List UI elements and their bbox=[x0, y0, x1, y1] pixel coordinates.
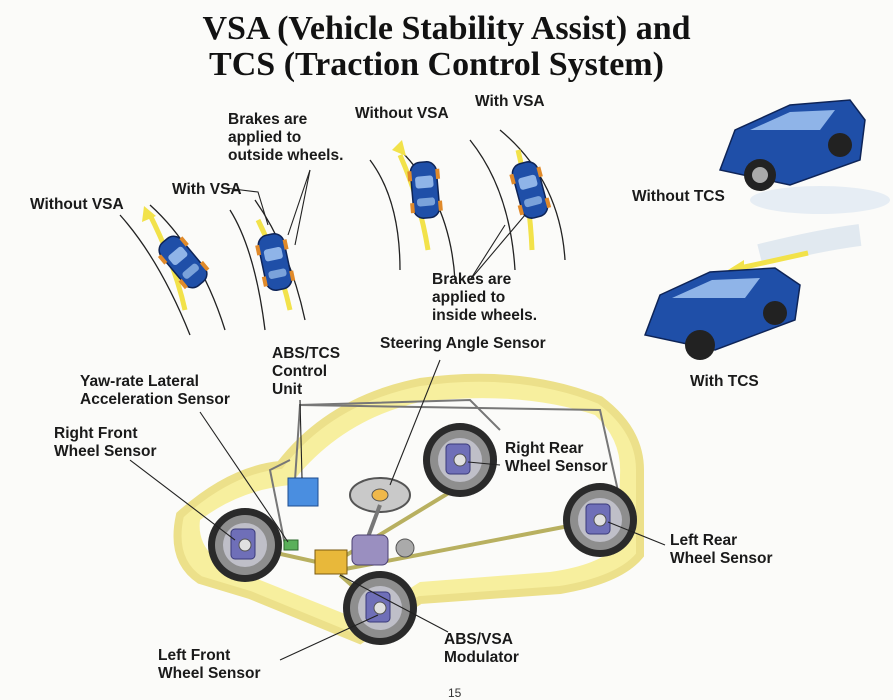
label-with-tcs: With TCS bbox=[690, 373, 759, 390]
label-brakes-outside: Brakes are applied to outside wheels. bbox=[228, 111, 344, 164]
label-without-vsa-left: Without VSA bbox=[30, 196, 124, 213]
arrow-head-icon bbox=[392, 140, 406, 156]
tcs-with-car bbox=[643, 224, 862, 360]
page-number: 15 bbox=[448, 686, 462, 700]
car-body-inner bbox=[199, 398, 621, 620]
arrow-head-icon bbox=[142, 206, 156, 222]
sensor-wires bbox=[268, 398, 621, 546]
car-with-vsa-left bbox=[252, 230, 298, 294]
tcs-without-car bbox=[718, 99, 890, 214]
label-brakes-inside: Brakes are applied to inside wheels. bbox=[432, 271, 538, 324]
yaw-rate-sensor bbox=[283, 539, 299, 551]
car-with-vsa-right bbox=[506, 158, 554, 222]
car-without-vsa-right bbox=[405, 159, 445, 221]
steering-wheel bbox=[349, 477, 411, 546]
label-with-vsa-left: With VSA bbox=[172, 181, 242, 198]
vsa-left-curves bbox=[119, 199, 306, 336]
right-rear-wheel bbox=[422, 422, 498, 498]
vsa-callout-lines bbox=[224, 169, 526, 281]
title-line-1: VSA (Vehicle Stability Assist) and bbox=[202, 10, 691, 47]
label-abs-tcs-unit: ABS/TCS Control Unit bbox=[272, 345, 341, 398]
label-without-tcs: Without TCS bbox=[632, 188, 725, 205]
component-callouts bbox=[129, 359, 666, 661]
abs-vsa-modulator bbox=[314, 534, 415, 575]
right-front-wheel bbox=[207, 507, 283, 583]
title-line-2: TCS (Traction Control System) bbox=[209, 46, 664, 83]
label-modulator: ABS/VSA Modulator bbox=[444, 631, 519, 666]
left-rear-wheel bbox=[562, 482, 638, 558]
label-left-front-sensor: Left Front Wheel Sensor bbox=[158, 647, 261, 682]
label-steering-sensor: Steering Angle Sensor bbox=[380, 335, 546, 352]
label-with-vsa-right: With VSA bbox=[475, 93, 545, 110]
label-without-vsa-right: Without VSA bbox=[355, 105, 449, 122]
abs-tcs-control-unit bbox=[287, 477, 319, 507]
label-right-front-sensor: Right Front Wheel Sensor bbox=[54, 425, 157, 460]
label-left-rear-sensor: Left Rear Wheel Sensor bbox=[670, 532, 773, 567]
label-right-rear-sensor: Right Rear Wheel Sensor bbox=[505, 440, 608, 475]
label-yaw-rate-sensor: Yaw-rate Lateral Acceleration Sensor bbox=[80, 373, 230, 408]
